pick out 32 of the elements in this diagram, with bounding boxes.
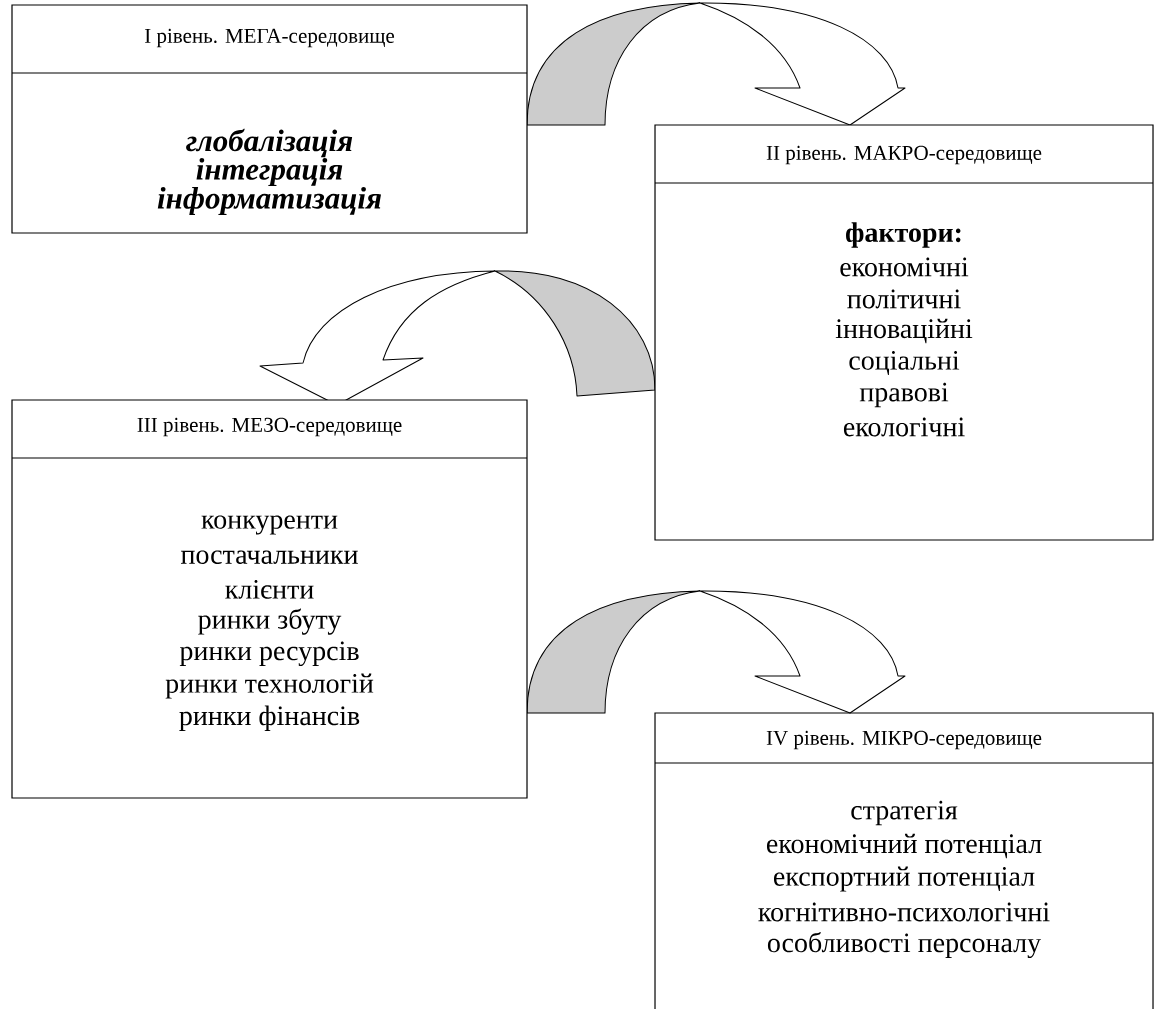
list-item: особливості персоналу [767,931,1042,959]
curved-arrow [526,2,906,126]
list-item: ринки ресурсів [179,641,359,667]
list-item: ринки фінансів [179,705,360,731]
level-box [11,4,528,234]
box-heading: IV рівень. МІКРО-середовище [766,730,1042,750]
list-item: ринки збуту [198,608,342,635]
list-item: економічний потенціал [766,833,1042,859]
list-item: конкуренти [201,515,338,535]
box-heading: I рівень. МЕГА-середовище [145,28,395,48]
list-item: когнітивно-психологічні [758,902,1050,922]
level-box [11,399,528,799]
list-item: інноваційні [835,318,973,344]
list-item: експортний потенціал [774,866,1035,892]
list-item: фактори: [846,222,961,248]
list-item: інтеграція [196,157,343,187]
box-heading: III рівень. МЕЗО-середовище [137,417,402,437]
level-box [654,712,1154,1009]
list-item: клієнти [225,580,314,599]
list-item: екологічні [843,417,965,437]
list-item: політичні [847,289,961,309]
curved-arrow [526,590,906,714]
list-item: соціальні [849,351,960,375]
list-item: економічні [840,257,969,277]
list-item: ринки технологій [165,673,374,699]
box-heading: II рівень. МАКРО-середовище [766,145,1042,165]
level-box [654,124,1154,541]
list-item: правові [859,382,949,408]
list-item: постачальники [181,550,358,564]
list-item: глобалізація [186,128,353,158]
list-item: інформатизація [157,186,381,216]
list-item: стратегія [851,800,958,826]
